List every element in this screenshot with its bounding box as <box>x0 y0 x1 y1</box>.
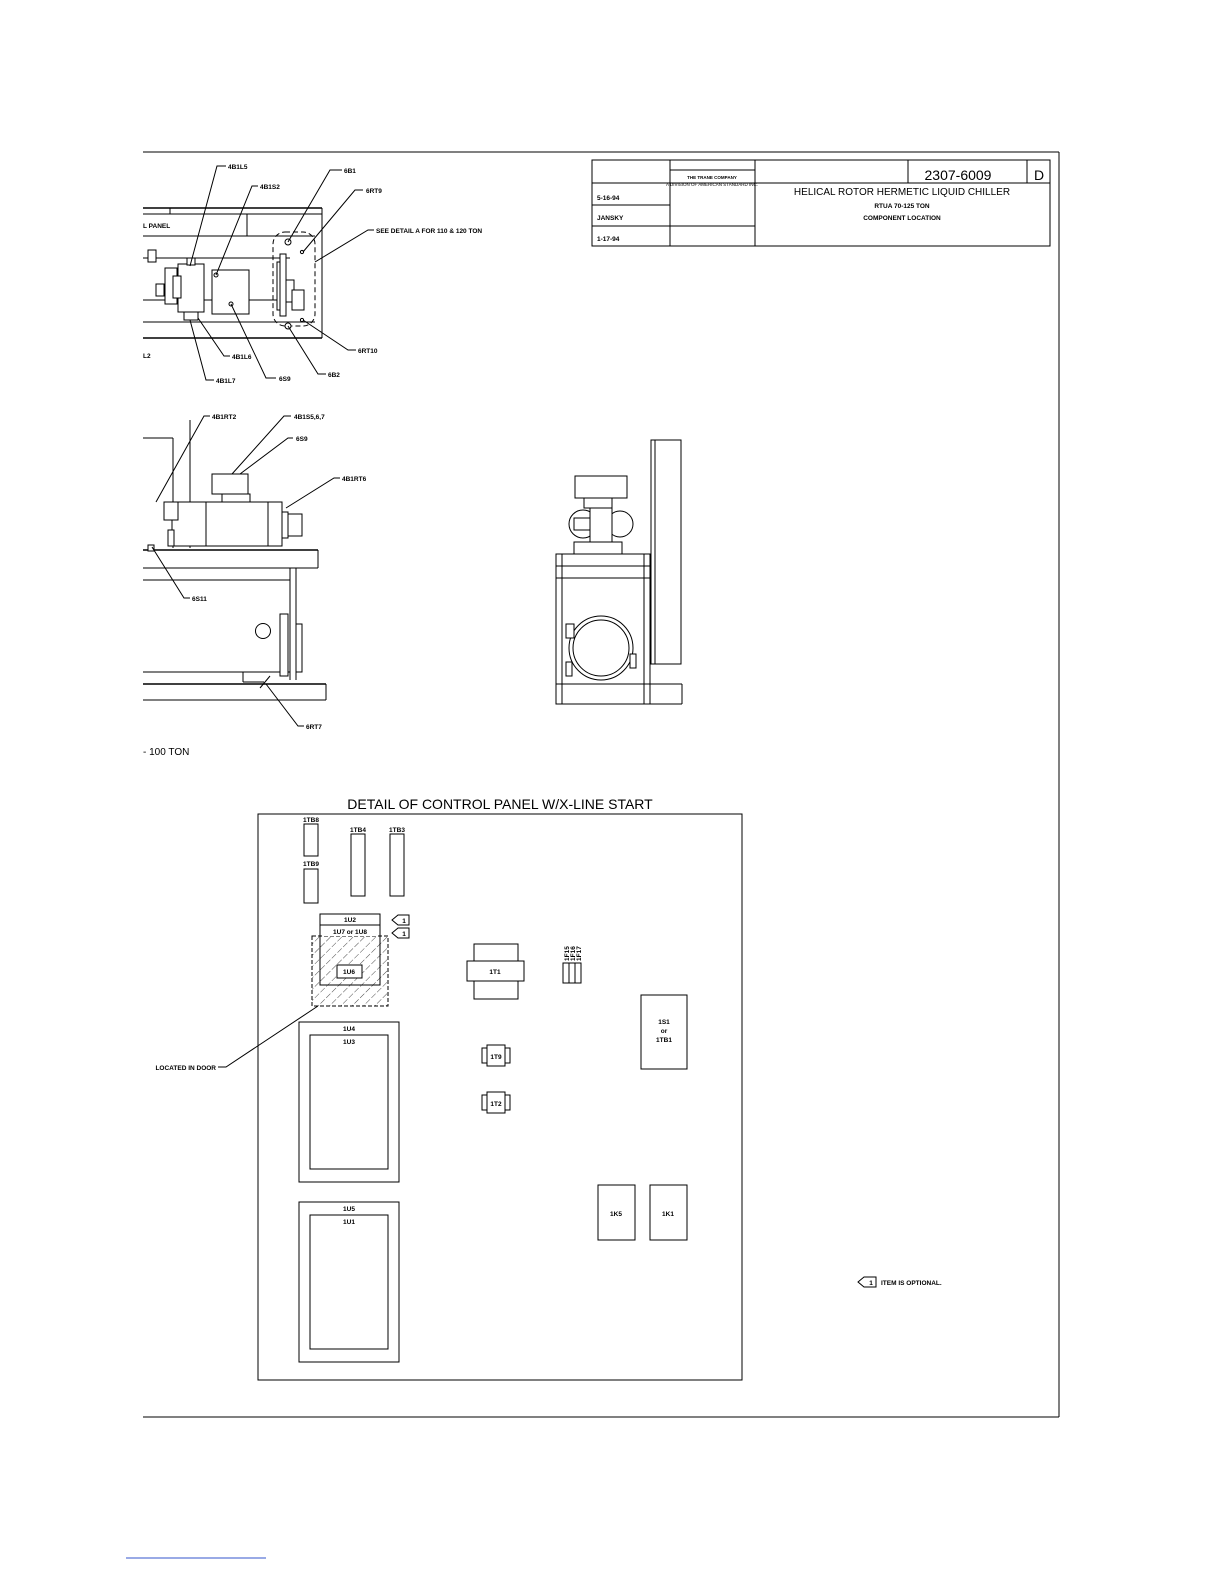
fuse-1f16 <box>568 962 576 984</box>
label-1u4: 1U4 <box>343 1026 355 1033</box>
label-1t9: 1T9 <box>490 1054 502 1061</box>
title-line-1: HELICAL ROTOR HERMETIC LIQUID CHILLER <box>794 187 1010 198</box>
side-view-callouts: 4B1RT2 4B1S5,6,7 6S9 4B1RT6 6S11 6RT7 <box>151 414 367 731</box>
module-1u1 <box>309 1214 389 1350</box>
module-1u6 <box>336 964 363 979</box>
top-view-panel-label: L PANEL <box>143 223 170 230</box>
callout-4b1l7: 4B1L7 <box>216 378 236 385</box>
top-view-callouts: 4B1L5 4B1S2 6B1 6RT9 SEE DETAIL A FOR 11… <box>189 164 482 385</box>
module-1u3 <box>309 1034 389 1170</box>
callout-6rt9: 6RT9 <box>366 188 382 195</box>
drawing-number: 2307-6009 <box>925 167 992 183</box>
terminal-block-1tb9 <box>303 868 319 904</box>
title-block: THE TRANE COMPANY A DIVISION OF AMERICAN… <box>591 159 1051 247</box>
label-1t1: 1T1 <box>489 969 501 976</box>
terminal-block-1tb3 <box>389 833 405 897</box>
fuse-1f15 <box>562 962 570 984</box>
control-panel-detail: DETAIL OF CONTROL PANEL W/X-LINE START 1… <box>155 796 743 1381</box>
module-1u7-or-1u8 <box>319 924 381 986</box>
title-line-3: COMPONENT LOCATION <box>863 215 941 222</box>
label-1tb1: 1TB1 <box>656 1037 672 1044</box>
label-1u2: 1U2 <box>344 917 356 924</box>
label-1u7-or-1u8: 1U7 or 1U8 <box>333 929 367 936</box>
callout-6s9-top: 6S9 <box>279 376 291 383</box>
label-1u6: 1U6 <box>343 969 355 976</box>
callout-4b1rt2: 4B1RT2 <box>212 414 237 421</box>
side-view: - 100 TON <box>143 420 327 758</box>
label-1f15: 1F15 <box>564 946 571 961</box>
terminal-block-1tb4 <box>350 833 366 897</box>
drawn-by: JANSKY <box>597 215 624 222</box>
revision-letter: D <box>1034 167 1044 183</box>
callout-4b1l5: 4B1L5 <box>228 164 248 171</box>
top-view-l2-label: L2 <box>143 353 151 360</box>
title-line-2: RTUA 70-125 TON <box>874 203 930 210</box>
sheet-border <box>143 151 1060 1418</box>
callout-6rt10: 6RT10 <box>358 348 378 355</box>
terminal-block-1tb8 <box>303 823 319 857</box>
contactor-1k1 <box>649 1184 688 1241</box>
transformer-1t2 <box>486 1091 506 1114</box>
label-1k5: 1K5 <box>610 1211 622 1218</box>
optional-flag-1u2: 1 <box>402 918 406 925</box>
callout-6b2: 6B2 <box>328 372 340 379</box>
label-1u3: 1U3 <box>343 1039 355 1046</box>
label-1s1-or: or <box>661 1028 668 1035</box>
side-view-caption: - 100 TON <box>143 747 189 758</box>
label-1k1: 1K1 <box>662 1211 674 1218</box>
control-panel-title: DETAIL OF CONTROL PANEL W/X-LINE START <box>347 796 653 812</box>
callout-4b1s2: 4B1S2 <box>260 184 280 191</box>
note-text: ITEM IS OPTIONAL. <box>881 1280 942 1287</box>
label-1f17: 1F17 <box>576 946 583 961</box>
date-revised: 5-16-94 <box>597 195 620 202</box>
label-1tb9: 1TB9 <box>303 861 319 868</box>
date-drawn: 1-17-94 <box>597 236 620 243</box>
end-view <box>555 439 683 705</box>
company-name: THE TRANE COMPANY <box>687 175 737 180</box>
label-1t2: 1T2 <box>490 1101 502 1108</box>
located-in-door-label: LOCATED IN DOOR <box>155 1065 216 1072</box>
callout-4b1rt6: 4B1RT6 <box>342 476 367 483</box>
label-1tb8: 1TB8 <box>303 817 319 824</box>
label-1tb3: 1TB3 <box>389 827 405 834</box>
callout-see-detail-a: SEE DETAIL A FOR 110 & 120 TON <box>376 228 482 235</box>
callout-6b1: 6B1 <box>344 168 356 175</box>
label-1s1: 1S1 <box>658 1019 670 1026</box>
contactor-1k5 <box>597 1184 636 1241</box>
label-1tb4: 1TB4 <box>350 827 366 834</box>
label-1u1: 1U1 <box>343 1219 355 1226</box>
note-flag: 1 <box>869 1280 873 1287</box>
callout-6s11: 6S11 <box>192 596 207 603</box>
label-1f16: 1F16 <box>570 946 577 961</box>
callout-6s9-side: 6S9 <box>296 436 308 443</box>
transformer-1t1 <box>466 960 525 982</box>
callout-4b1l6: 4B1L6 <box>232 354 252 361</box>
optional-flag-1u7: 1 <box>402 931 406 938</box>
fuse-1f17 <box>574 962 582 984</box>
callout-4b1s5-6-7: 4B1S5,6,7 <box>294 414 325 421</box>
label-1u5: 1U5 <box>343 1206 355 1213</box>
callout-6rt7: 6RT7 <box>306 724 322 731</box>
optional-item-note: 1 ITEM IS OPTIONAL. <box>857 1276 942 1288</box>
switch-1s1-or-1tb1 <box>640 994 688 1070</box>
company-division: A DIVISION OF AMERICAN STANDARD INC. <box>666 182 758 187</box>
transformer-1t9 <box>486 1044 506 1067</box>
